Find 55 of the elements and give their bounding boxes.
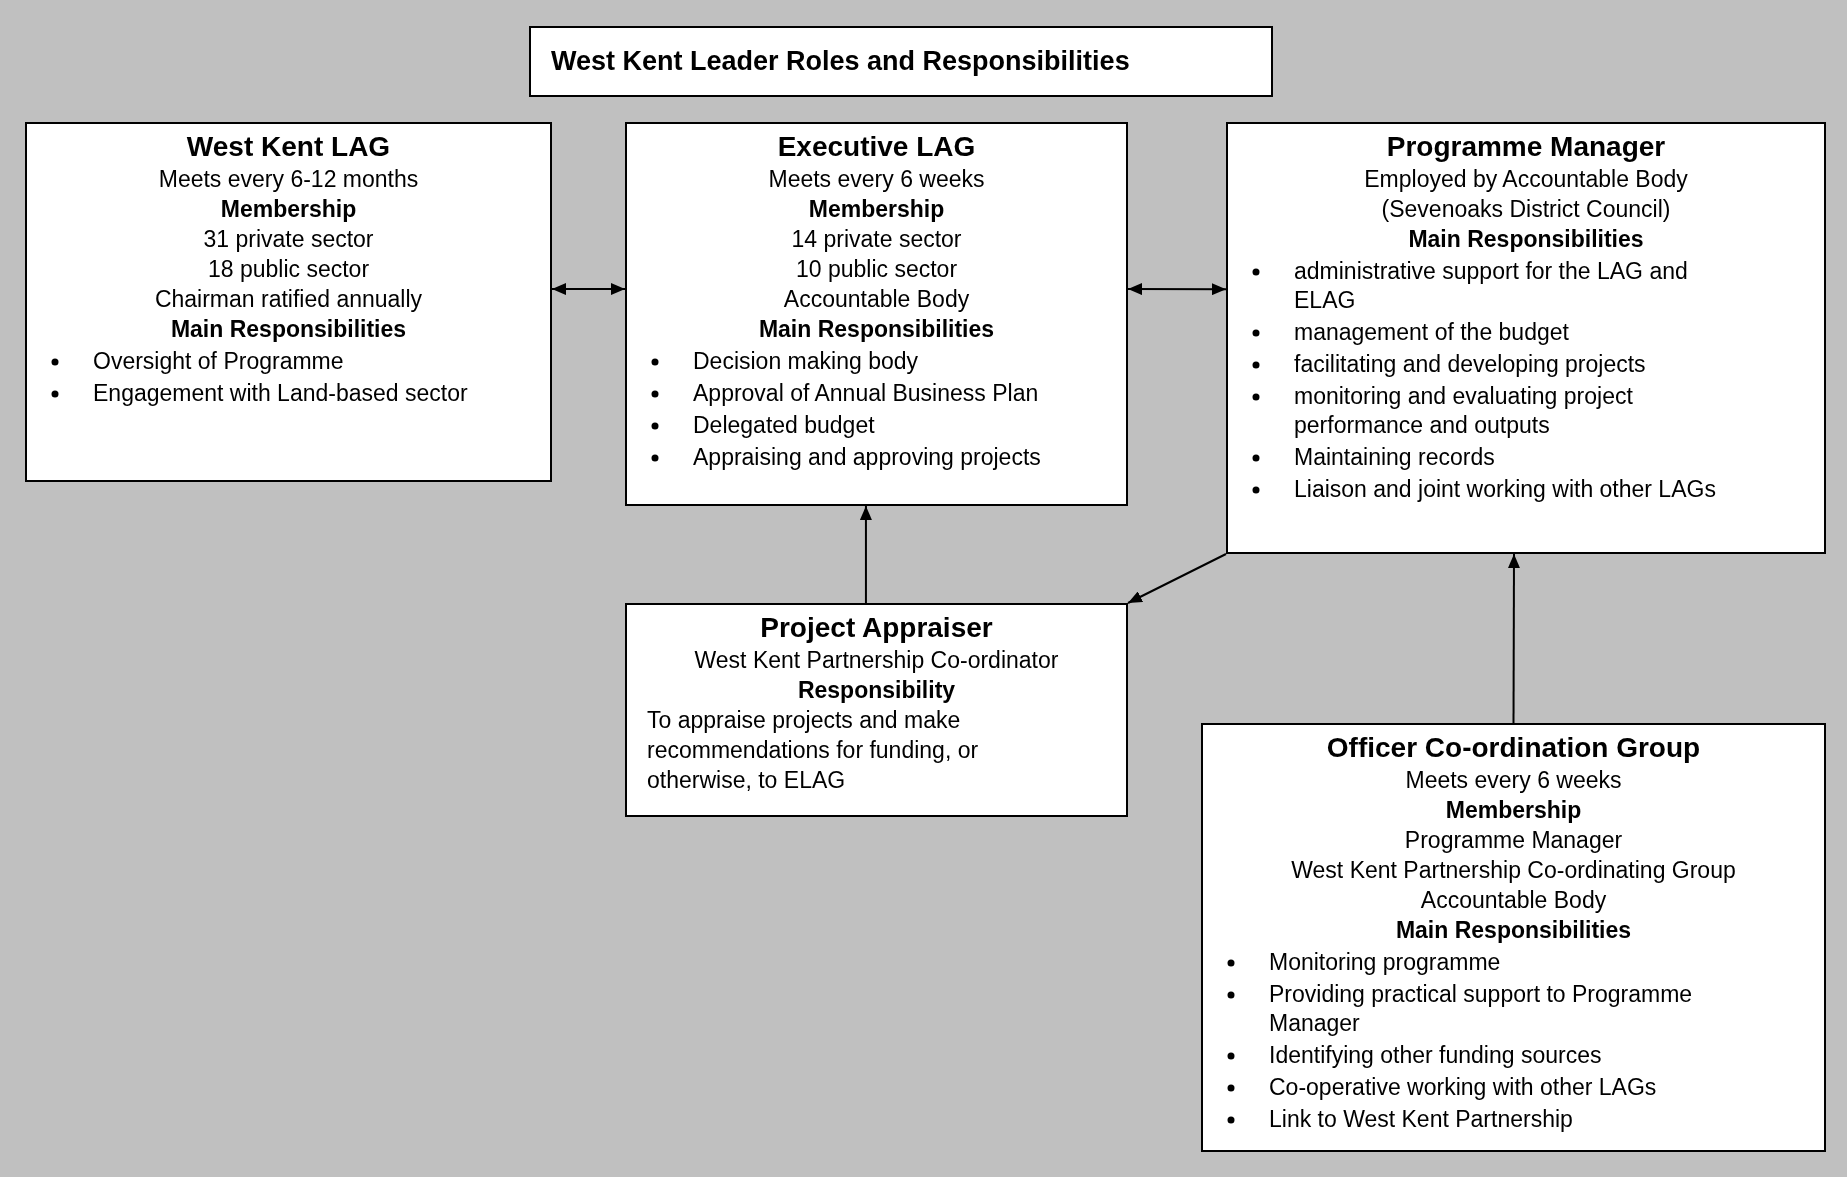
section-heading: Membership [807, 195, 946, 224]
box-text: 31 private sector [202, 225, 375, 254]
bullet-item: management of the budget [1294, 319, 1569, 345]
bullet-item: Decision making body [693, 348, 918, 374]
box-text: Meets every 6 weeks [767, 165, 986, 194]
diagram-title: West Kent Leader Roles and Responsibilities [529, 26, 1273, 97]
bullet-item: Maintaining records [1294, 444, 1495, 470]
box-text: 18 public sector [206, 255, 371, 284]
arrow [1507, 553, 1520, 724]
bullet-item: Identifying other funding sources [1269, 1042, 1602, 1068]
double-arrow [551, 283, 626, 296]
section-heading: Membership [1444, 796, 1583, 825]
box-heading: Executive LAG [776, 130, 977, 164]
box-heading: West Kent LAG [185, 130, 392, 164]
box-text: West Kent Partnership Co-ordinating Group [1290, 856, 1737, 885]
box-text: Programme Manager [1403, 826, 1624, 855]
section-heading: Responsibility [796, 676, 957, 705]
arrow [859, 505, 872, 604]
double-arrow [1127, 283, 1227, 296]
box-text: Accountable Body [782, 285, 971, 314]
bullet-item: Monitoring programme [1269, 949, 1501, 975]
section-heading: Membership [219, 195, 358, 224]
role-box [1226, 122, 1826, 554]
section-heading: Main Responsibilities [169, 315, 408, 344]
bullet-item: Engagement with Land-based sector [93, 380, 468, 406]
box-heading: Programme Manager [1385, 130, 1667, 164]
role-box [25, 122, 552, 482]
box-text: Meets every 6 weeks [1404, 766, 1623, 795]
box-text: 10 public sector [794, 255, 959, 284]
box-text: Employed by Accountable Body (Sevenoaks District Council) [1363, 165, 1689, 224]
bullet-item: Approval of Annual Business Plan [693, 380, 1039, 406]
role-box [1201, 723, 1826, 1152]
role-box [625, 603, 1128, 817]
section-heading: Main Responsibilities [1394, 916, 1633, 945]
bullet-item: Link to West Kent Partnership [1269, 1106, 1573, 1132]
section-heading: Main Responsibilities [1407, 225, 1645, 254]
box-text: Chairman ratified annually [153, 285, 424, 314]
box-text: West Kent Partnership Co-ordinator [693, 646, 1060, 675]
description-text: To appraise projects and make recommendations for funding, or otherwise, to ELAG [646, 706, 980, 795]
bullet-item: Co-operative working with other LAGs [1269, 1074, 1657, 1100]
section-heading: Main Responsibilities [757, 315, 996, 344]
role-box [625, 122, 1128, 506]
box-text: Accountable Body [1419, 886, 1608, 915]
bullet-item: Appraising and approving projects [693, 444, 1041, 470]
bullet-item: monitoring and evaluating project performance and outputs [1294, 383, 1633, 438]
box-heading: Officer Co-ordination Group [1325, 731, 1702, 765]
box-text: Meets every 6-12 months [157, 165, 420, 194]
bullet-item: Liaison and joint working with other LAGs [1294, 476, 1716, 502]
bullet-item: Oversight of Programme [93, 348, 344, 374]
box-text: 14 private sector [790, 225, 963, 254]
bullet-item: facilitating and developing projects [1294, 351, 1646, 377]
box-heading: Project Appraiser [759, 611, 994, 645]
bullet-item: Providing practical support to Programme Manager [1269, 981, 1693, 1036]
bullet-item: Delegated budget [693, 412, 875, 438]
arrow [1127, 553, 1227, 604]
